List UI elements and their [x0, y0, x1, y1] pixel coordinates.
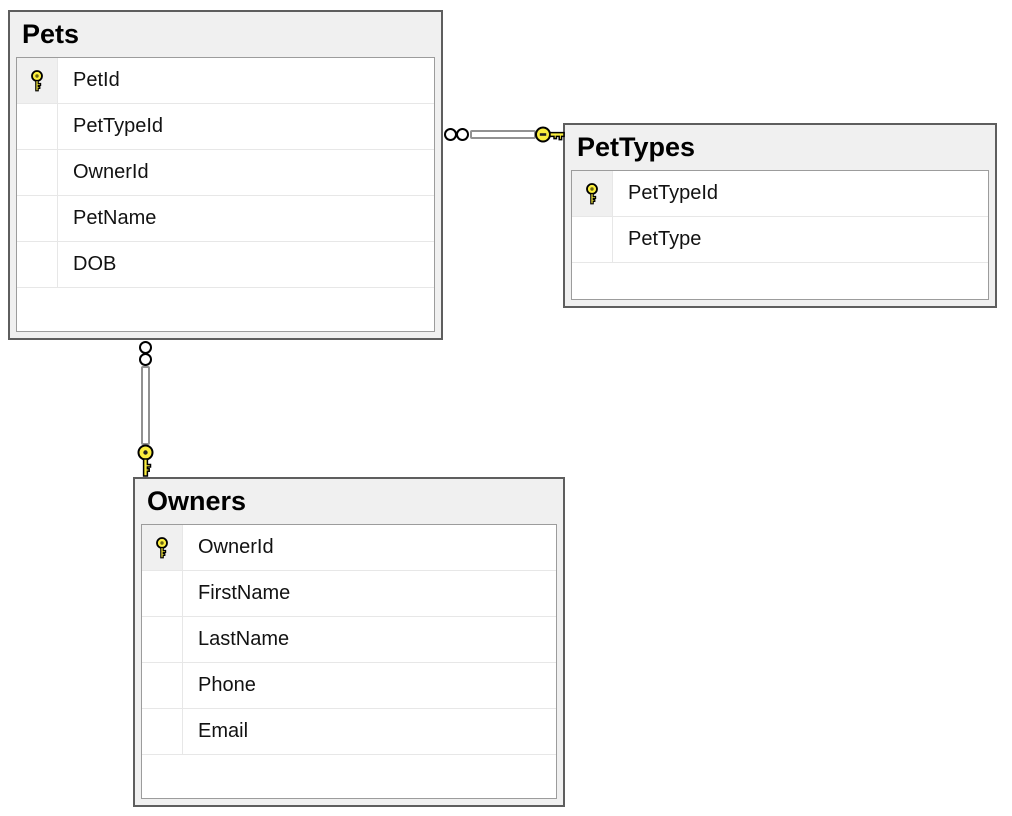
table-grid: OwnerId FirstName LastName Phone Email: [141, 524, 557, 799]
infinity-circle: [456, 128, 469, 141]
column-name: OwnerId: [73, 161, 149, 183]
empty-row: [142, 755, 556, 798]
relationship-line: [470, 130, 536, 139]
column-row[interactable]: PetTypeId: [572, 171, 988, 217]
empty-cell: [58, 288, 434, 331]
infinity-circle: [139, 353, 152, 366]
column-name: PetId: [73, 69, 120, 91]
one-cardinality-key-icon: [534, 125, 565, 144]
one-cardinality-key-icon: [136, 444, 155, 477]
many-cardinality-infinity-icon: [444, 128, 470, 141]
many-cardinality-infinity-icon: [139, 341, 152, 367]
gutter-cell: [142, 709, 183, 754]
table-header-pettypes[interactable]: PetTypes: [565, 125, 995, 170]
empty-row: [572, 263, 988, 299]
table-title: PetTypes: [577, 132, 696, 162]
pk-gutter-cell: [572, 171, 613, 216]
table-window-owners[interactable]: Owners OwnerId FirstName LastName: [133, 477, 565, 807]
empty-row: [17, 288, 434, 331]
gutter-cell: [572, 217, 613, 262]
column-row[interactable]: Phone: [142, 663, 556, 709]
column-row[interactable]: LastName: [142, 617, 556, 663]
table-title: Pets: [22, 19, 80, 49]
gutter-cell: [142, 663, 183, 708]
gutter-cell: [142, 755, 183, 798]
column-row[interactable]: PetType: [572, 217, 988, 263]
empty-cell: [613, 263, 988, 299]
gutter-cell: [17, 288, 58, 331]
primary-key-icon: [586, 182, 598, 204]
gutter-cell: [142, 617, 183, 662]
table-window-pettypes[interactable]: PetTypes PetTypeId PetType: [563, 123, 997, 308]
primary-key-icon: [156, 536, 168, 558]
gutter-cell: [17, 104, 58, 149]
column-row[interactable]: DOB: [17, 242, 434, 288]
table-grid: PetId PetTypeId OwnerId PetName DOB: [16, 57, 435, 332]
table-title: Owners: [147, 486, 247, 516]
gutter-cell: [17, 196, 58, 241]
table-header-owners[interactable]: Owners: [135, 479, 563, 524]
column-row[interactable]: OwnerId: [142, 525, 556, 571]
table-window-pets[interactable]: Pets PetId PetTypeId OwnerId: [8, 10, 443, 340]
column-name: DOB: [73, 253, 117, 275]
column-name: PetName: [73, 207, 157, 229]
table-grid: PetTypeId PetType: [571, 170, 989, 300]
column-name: FirstName: [198, 582, 291, 604]
column-name: LastName: [198, 628, 290, 650]
column-name: Email: [198, 720, 249, 742]
column-row[interactable]: Email: [142, 709, 556, 755]
empty-cell: [183, 755, 556, 798]
column-name: PetType: [628, 228, 702, 250]
pk-gutter-cell: [142, 525, 183, 570]
gutter-cell: [17, 150, 58, 195]
gutter-cell: [142, 571, 183, 616]
column-name: PetTypeId: [73, 115, 164, 137]
column-row[interactable]: PetTypeId: [17, 104, 434, 150]
primary-key-icon: [31, 69, 43, 91]
column-row[interactable]: PetId: [17, 58, 434, 104]
pk-gutter-cell: [17, 58, 58, 103]
column-name: OwnerId: [198, 536, 274, 558]
column-name: PetTypeId: [628, 182, 719, 204]
gutter-cell: [572, 263, 613, 299]
column-name: Phone: [198, 674, 256, 696]
relationship-line: [141, 366, 150, 445]
column-row[interactable]: PetName: [17, 196, 434, 242]
column-row[interactable]: OwnerId: [17, 150, 434, 196]
gutter-cell: [17, 242, 58, 287]
column-row[interactable]: FirstName: [142, 571, 556, 617]
table-header-pets[interactable]: Pets: [10, 12, 441, 57]
